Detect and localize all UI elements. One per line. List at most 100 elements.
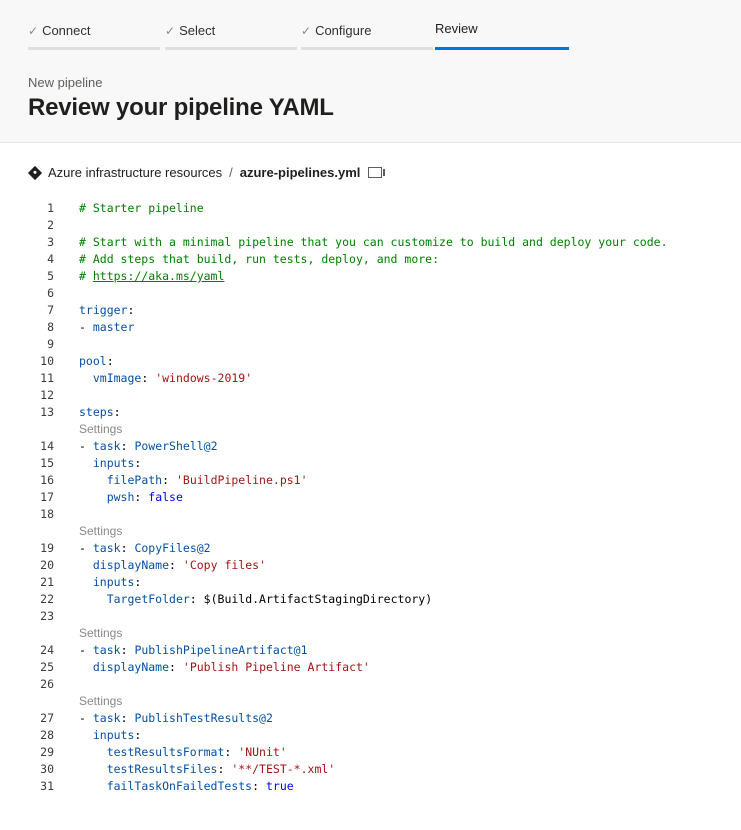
line-number: 10 [40,354,54,368]
code-line[interactable]: 15 inputs: [0,455,741,472]
line-number: 30 [40,762,54,776]
wizard-step-label: Configure [315,23,372,38]
code-line[interactable]: 4 # Add steps that build, run tests, depl… [0,251,741,268]
line-number: 21 [40,575,54,589]
line-text: inputs: [92,456,142,470]
line-number: 6 [47,286,54,300]
wizard-step-review[interactable]: Review [435,0,569,50]
code-line[interactable]: 30 testResultsFiles: '**/TEST-*.xml' [0,761,741,778]
code-line[interactable]: 27 - task: PublishTestResults@2 Settings [0,694,741,727]
line-text: displayName: 'Copy files' [92,558,266,572]
line-text: failTaskOnFailedTests: true [106,779,294,793]
line-number: 16 [40,473,54,487]
code-line[interactable]: 3# Start with a minimal pipeline that yo… [0,234,741,251]
line-number: 12 [40,388,54,402]
line-number: 17 [40,490,54,504]
line-number: 15 [40,456,54,470]
wizard-step-label: Review [435,21,478,36]
line-text: pool: [79,354,114,368]
code-line[interactable]: 20 displayName: 'Copy files' [0,557,741,574]
line-number: 20 [40,558,54,572]
breadcrumb-separator: / [229,165,233,180]
code-line[interactable]: 26 [0,676,741,693]
wizard-step-label: Select [179,23,216,38]
line-number: 29 [40,745,54,759]
line-number: 2 [47,218,54,232]
line-number: 14 [40,439,54,453]
line-text: vmImage: 'windows-2019' [92,371,253,385]
code-line[interactable]: 19 - task: CopyFiles@2 Settings [0,524,741,557]
wizard-step-bar [165,47,297,50]
wizard-step-configure[interactable]: ✓Configure [301,0,433,50]
task-settings-link[interactable]: Settings [79,422,123,436]
line-text: - master [79,320,135,334]
line-number: 11 [40,371,54,385]
line-text: pwsh: false [106,490,183,504]
line-number: 27 [40,711,54,725]
line-text: inputs: [92,728,142,742]
line-number: 5 [47,269,54,283]
line-number: 19 [40,541,54,555]
code-line[interactable]: 18 [0,506,741,523]
code-line[interactable]: 11 vmImage: 'windows-2019' [0,370,741,387]
line-text: - task: CopyFiles@2 [79,541,211,555]
code-line[interactable]: 16 filePath: 'BuildPipeline.ps1' [0,472,741,489]
code-line[interactable]: 5# https://aka.ms/yaml [0,268,741,285]
line-text: - task: PublishPipelineArtifact@1 [79,643,308,657]
line-text: testResultsFiles: '**/TEST-*.xml' [106,762,336,776]
code-line[interactable]: 17 pwsh: false [0,489,741,506]
line-number: 22 [40,592,54,606]
wizard-step-label: Connect [42,23,91,38]
line-number: 7 [47,303,54,317]
code-line[interactable]: 13 steps: [0,404,741,421]
page-header: ✓Connect ✓Select ✓Configure Review New p… [0,0,741,143]
code-line[interactable]: 1 # Starter pipeline [0,200,741,217]
code-line[interactable]: 9 [0,336,741,353]
line-number: 18 [40,507,54,521]
code-line[interactable]: 22 TargetFolder: $(Build.ArtifactStaging… [0,591,741,608]
check-icon: ✓ [28,24,39,38]
code-line[interactable]: 21 inputs: [0,574,741,591]
line-text: testResultsFormat: 'NUnit' [106,745,287,759]
line-number: 4 [47,252,54,266]
code-line[interactable]: 8- master [0,319,741,336]
code-line[interactable]: 12 [0,387,741,404]
code-line[interactable]: 29 testResultsFormat: 'NUnit' [0,744,741,761]
task-settings-link[interactable]: Settings [79,694,123,708]
code-line[interactable]: 6 [0,285,741,302]
task-settings-link[interactable]: Settings [79,524,123,538]
wizard-step-select[interactable]: ✓Select [165,0,297,50]
line-number: 31 [40,779,54,793]
line-text: # Starter pipeline [79,201,204,215]
line-number: 28 [40,728,54,742]
line-text: steps: [79,405,121,419]
code-line[interactable]: 28 inputs: [0,727,741,744]
wizard-step-bar [28,47,160,50]
line-text: - task: PublishTestResults@2 [79,711,273,725]
page-title: Review your pipeline YAML [28,94,334,121]
code-line[interactable]: 7 trigger: [0,302,741,319]
code-line[interactable]: 31 failTaskOnFailedTests: true [0,778,741,795]
breadcrumb-file: azure-pipelines.yml [239,165,361,180]
code-line[interactable]: 10 pool: [0,353,741,370]
line-text: trigger: [79,303,135,317]
check-icon: ✓ [165,24,176,38]
repo-icon [27,165,43,180]
rename-icon[interactable] [368,167,386,178]
line-number: 1 [47,201,54,215]
line-text: displayName: 'Publish Pipeline Artifact' [92,660,370,674]
task-settings-link[interactable]: Settings [79,626,123,640]
code-line[interactable]: 23 [0,608,741,625]
line-text: # Add steps that build, run tests, deplo… [79,252,440,266]
code-line[interactable]: 2 [0,217,741,234]
line-number: 13 [40,405,54,419]
breadcrumb-repo[interactable]: Azure infrastructure resources [48,165,223,180]
code-line[interactable]: 25 displayName: 'Publish Pipeline Artifa… [0,659,741,676]
page-subtitle: New pipeline [28,75,103,90]
line-text: # Start with a minimal pipeline that you… [79,235,668,249]
wizard-step-bar [301,47,433,50]
wizard-step-connect[interactable]: ✓Connect [28,0,160,50]
